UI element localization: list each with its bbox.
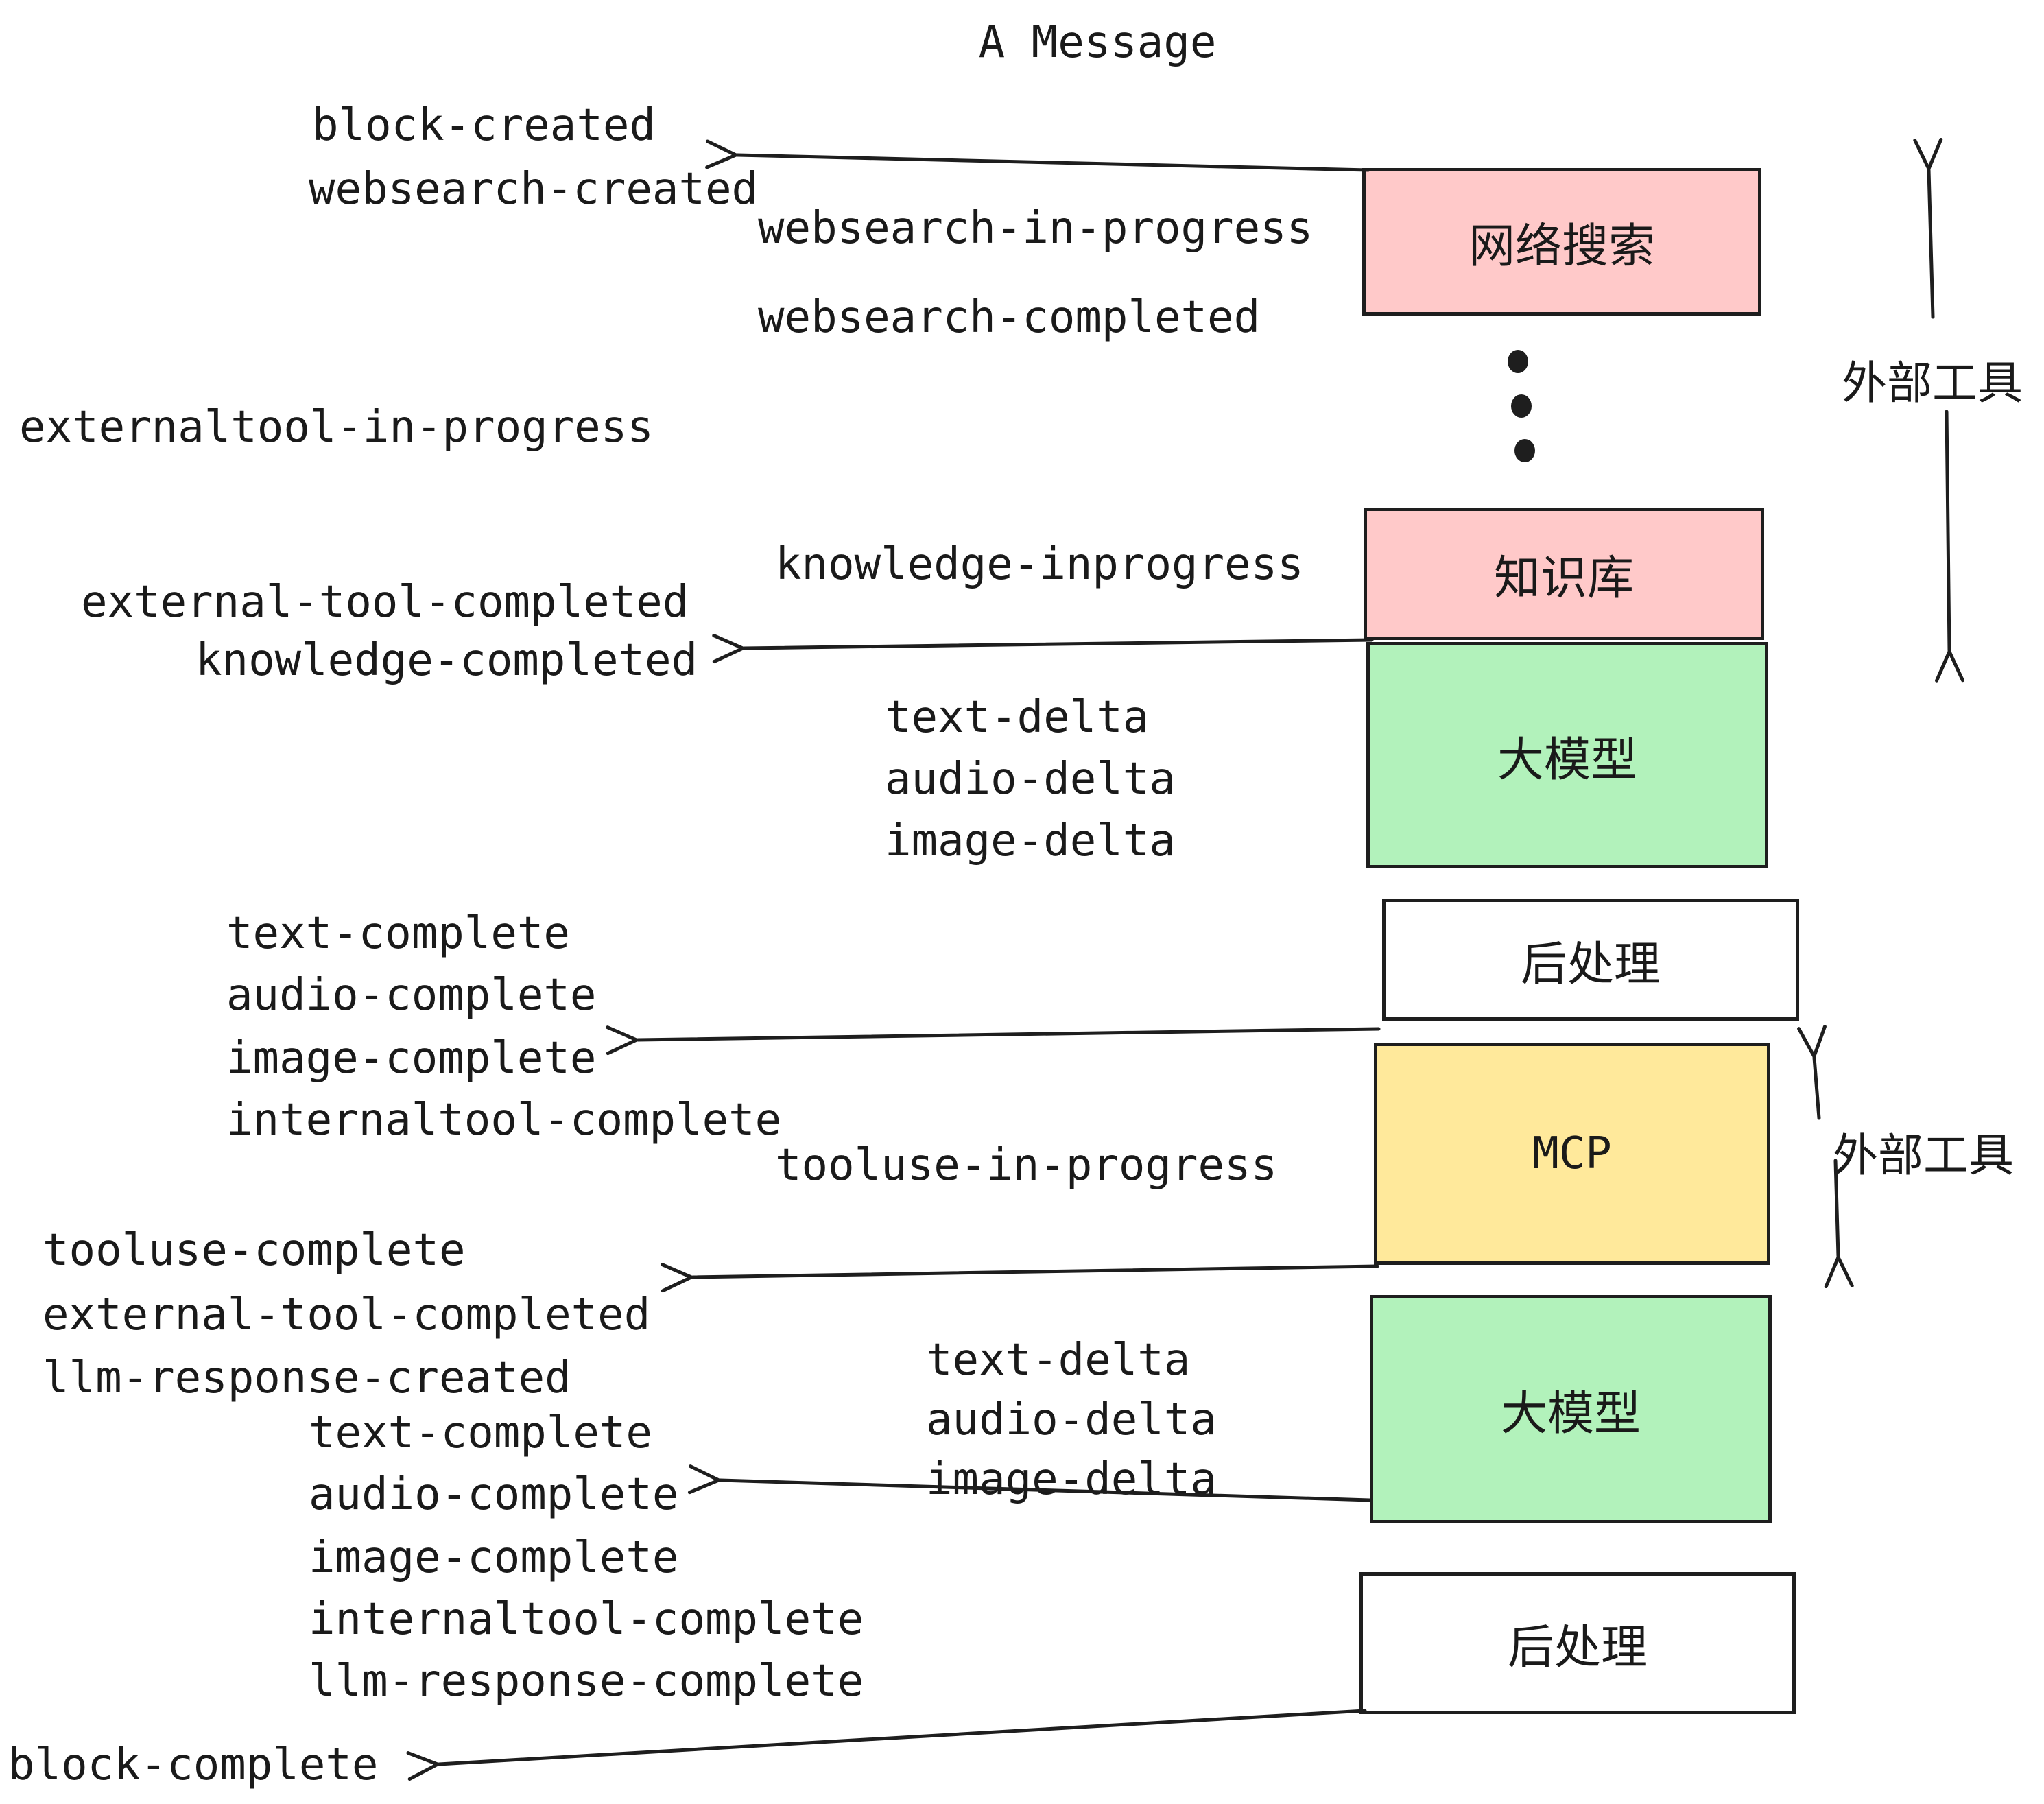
box-knowledge-base: 知识库 <box>1364 508 1764 640</box>
dot <box>1508 350 1528 373</box>
box-mcp: MCP <box>1374 1043 1770 1265</box>
event-label: externaltool-in-progress <box>19 402 654 453</box>
event-label: websearch-in-progress <box>758 203 1314 254</box>
arrow-left-icon <box>661 1263 1379 1293</box>
box-llm-1: 大模型 <box>1366 642 1768 868</box>
arrow-up-icon <box>1797 1025 1827 1120</box>
event-label: internaltool-complete <box>226 1095 782 1146</box>
box-web-search: 网络搜索 <box>1362 168 1761 316</box>
event-label: audio-delta <box>885 754 1176 805</box>
event-label: tooluse-complete <box>43 1225 466 1276</box>
event-label: llm-response-complete <box>309 1656 864 1707</box>
page-title: A Message <box>978 17 1217 68</box>
event-label: text-complete <box>309 1408 652 1458</box>
event-label: text-delta <box>926 1335 1191 1386</box>
dot <box>1511 394 1532 418</box>
box-label: 大模型 <box>1497 733 1637 786</box>
external-tools-label: 外部工具 <box>1842 357 2023 408</box>
event-label: image-complete <box>309 1532 679 1583</box>
event-label: knowledge-completed <box>195 635 698 686</box>
external-tools-label: 外部工具 <box>1833 1130 2014 1180</box>
event-label: websearch-created <box>309 164 759 215</box>
event-label: image-delta <box>926 1454 1217 1505</box>
event-label: llm-response-created <box>43 1353 571 1403</box>
arrow-left-icon <box>606 1025 1381 1056</box>
event-label: block-complete <box>8 1740 379 1790</box>
event-label: audio-delta <box>926 1394 1217 1445</box>
box-post-process-2: 后处理 <box>1359 1572 1796 1714</box>
event-label: image-complete <box>226 1033 597 1084</box>
arrow-left-icon <box>712 634 1374 664</box>
event-label: block-created <box>312 100 656 151</box>
arrow-up-icon <box>1913 137 1943 319</box>
event-label: external-tool-completed <box>43 1290 651 1340</box>
arrow-left-icon <box>705 139 1370 172</box>
box-label: 后处理 <box>1520 938 1661 990</box>
box-label: 网络搜索 <box>1468 220 1655 272</box>
event-label: text-delta <box>885 692 1150 743</box>
event-label: audio-complete <box>226 970 597 1021</box>
event-label: text-complete <box>226 908 570 959</box>
event-label: websearch-completed <box>758 292 1261 343</box>
box-label: 大模型 <box>1500 1388 1641 1440</box>
event-label: knowledge-inprogress <box>775 539 1304 590</box>
event-label: image-delta <box>885 816 1176 866</box>
box-llm-2: 大模型 <box>1370 1295 1772 1523</box>
box-post-process-1: 后处理 <box>1382 899 1799 1021</box>
box-label: MCP <box>1532 1128 1612 1179</box>
box-label: 后处理 <box>1507 1622 1648 1674</box>
dot <box>1514 439 1535 462</box>
event-label: audio-complete <box>309 1469 679 1520</box>
box-label: 知识库 <box>1493 552 1634 604</box>
event-label: external-tool-completed <box>81 577 689 628</box>
arrow-down-icon <box>1935 410 1965 683</box>
event-label: tooluse-in-progress <box>775 1140 1278 1191</box>
event-label: internaltool-complete <box>309 1594 864 1645</box>
arrow-left-icon <box>406 1709 1367 1781</box>
